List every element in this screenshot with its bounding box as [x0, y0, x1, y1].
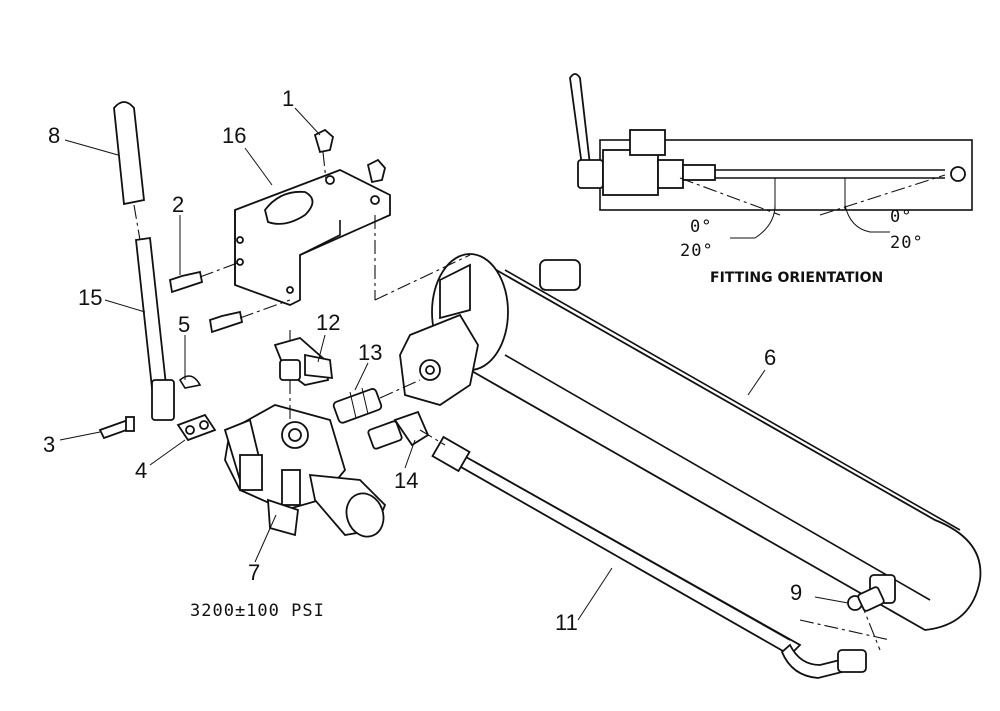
callout-15: 15 — [78, 285, 102, 310]
handle-bar — [135, 236, 175, 421]
elbow-fitting-12 — [273, 337, 334, 386]
callout-6: 6 — [764, 345, 776, 370]
handle-grip — [113, 101, 145, 241]
left-angle-0: 0° — [690, 217, 712, 237]
right-angle-20: 20° — [890, 233, 924, 253]
screw-2 — [168, 261, 291, 334]
right-angle-0: 0° — [890, 207, 912, 227]
hydraulic-hose — [431, 435, 891, 679]
o-ring-fitting — [847, 586, 885, 612]
left-angle-20: 20° — [680, 241, 714, 261]
callout-12: 12 — [316, 310, 340, 335]
callout-7: 7 — [248, 560, 260, 585]
callout-1: 1 — [282, 86, 294, 111]
bolt-1 — [313, 128, 386, 184]
callout-labels: 1 2 3 4 5 6 7 8 9 11 12 13 14 15 16 — [43, 86, 802, 635]
callout-16: 16 — [222, 123, 246, 148]
inset-caption: FITTING ORIENTATION — [710, 270, 883, 286]
leader-lines — [59, 107, 849, 621]
pressure-note: 3200±100 PSI — [190, 601, 325, 621]
hydraulic-cylinder — [399, 253, 982, 631]
callout-11: 11 — [555, 610, 578, 635]
callout-3: 3 — [43, 432, 55, 457]
straight-fitting-13 — [332, 379, 421, 424]
hair-pin-clip — [178, 375, 202, 389]
mounting-bracket — [234, 169, 471, 306]
clevis-pin — [98, 416, 135, 440]
callout-2: 2 — [172, 192, 184, 217]
elbow-fitting-14 — [367, 410, 446, 450]
callout-5: 5 — [178, 312, 190, 337]
link-plate — [176, 413, 217, 442]
callout-9: 9 — [790, 580, 802, 605]
hand-pump-valve — [223, 330, 387, 538]
callout-14: 14 — [394, 468, 418, 493]
fitting-orientation-inset: 0° 20° 0° 20° FITTING ORIENTATION — [569, 73, 973, 286]
callout-4: 4 — [135, 458, 147, 483]
callout-13: 13 — [358, 340, 382, 365]
callout-8: 8 — [48, 123, 60, 148]
